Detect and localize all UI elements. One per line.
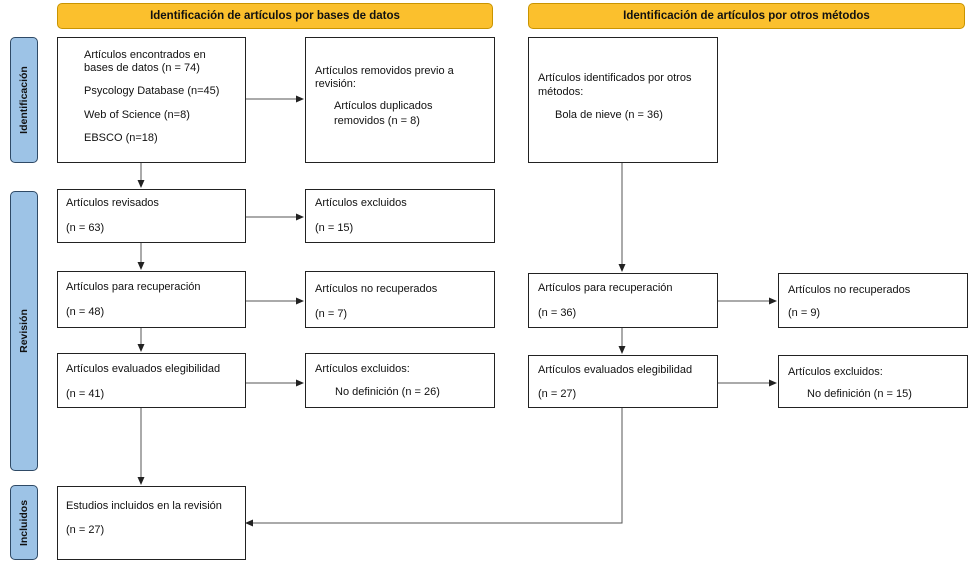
db-excluded2-reason: No definición (n = 26) bbox=[335, 386, 440, 398]
db-found-line1: Artículos encontrados en bbox=[84, 49, 206, 61]
other-snowball: Bola de nieve (n = 36) bbox=[555, 109, 663, 121]
included-count: (n = 27) bbox=[66, 524, 105, 536]
header-databases-label: Identificación de artículos por bases de… bbox=[150, 10, 400, 22]
db-retrieval-label: Artículos para recuperación bbox=[66, 281, 201, 293]
other-excluded-reason: No definición (n = 15) bbox=[807, 388, 912, 400]
box-other-identified: Artículos identificados por otros método… bbox=[528, 37, 718, 163]
box-db-retrieval: Artículos para recuperación (n = 48) bbox=[57, 271, 246, 328]
other-not-retrieved-count: (n = 9) bbox=[788, 307, 821, 319]
header-other-methods-label: Identificación de artículos por otros mé… bbox=[623, 10, 870, 22]
db-removed-line1: Artículos removidos previo a bbox=[315, 65, 454, 77]
box-other-eligibility: Artículos evaluados elegibilidad (n = 27… bbox=[528, 355, 718, 408]
other-retrieval-label: Artículos para recuperación bbox=[538, 282, 673, 294]
box-other-retrieval: Artículos para recuperación (n = 36) bbox=[528, 273, 718, 328]
db-not-retrieved-label: Artículos no recuperados bbox=[315, 283, 438, 295]
box-other-not-retrieved: Artículos no recuperados (n = 9) bbox=[778, 273, 968, 328]
other-not-retrieved-label: Artículos no recuperados bbox=[788, 284, 911, 296]
db-reviewed-count: (n = 63) bbox=[66, 222, 105, 234]
box-db-not-retrieved: Artículos no recuperados (n = 7) bbox=[305, 271, 495, 328]
db-excluded-count: (n = 15) bbox=[315, 222, 354, 234]
box-db-excluded-eligibility: Artículos excluidos: No definición (n = … bbox=[305, 353, 495, 408]
db-not-retrieved-count: (n = 7) bbox=[315, 308, 348, 320]
other-retrieval-count: (n = 36) bbox=[538, 307, 577, 319]
db-retrieval-count: (n = 48) bbox=[66, 306, 105, 318]
phase-included: Incluidos bbox=[10, 485, 38, 560]
other-identified-line2: métodos: bbox=[538, 86, 584, 98]
phase-identification: Identificación bbox=[10, 37, 38, 163]
other-excluded-label: Artículos excluidos: bbox=[788, 366, 883, 378]
box-db-eligibility: Artículos evaluados elegibilidad (n = 41… bbox=[57, 353, 246, 408]
box-other-excluded: Artículos excluidos: No definición (n = … bbox=[778, 355, 968, 408]
phase-review: Revisión bbox=[10, 191, 38, 471]
other-eligibility-label: Artículos evaluados elegibilidad bbox=[538, 364, 693, 376]
db-psycology: Psycology Database (n=45) bbox=[84, 85, 220, 97]
included-label: Estudios incluidos en la revisión bbox=[66, 500, 222, 512]
db-duplicates-line2: removidos (n = 8) bbox=[334, 115, 420, 127]
db-reviewed-label: Artículos revisados bbox=[66, 197, 159, 209]
db-duplicates-line1: Artículos duplicados bbox=[334, 100, 433, 112]
db-removed-line2: revisión: bbox=[315, 78, 356, 90]
db-ebsco: EBSCO (n=18) bbox=[84, 132, 158, 144]
box-db-removed: Artículos removidos previo a revisión: A… bbox=[305, 37, 495, 163]
box-db-excluded: Artículos excluidos (n = 15) bbox=[305, 189, 495, 243]
db-wos: Web of Science (n=8) bbox=[84, 109, 190, 121]
arrow-other-eligibility-to-included bbox=[245, 408, 623, 527]
other-eligibility-count: (n = 27) bbox=[538, 388, 577, 400]
header-databases: Identificación de artículos por bases de… bbox=[57, 3, 493, 29]
db-excluded-label: Artículos excluidos bbox=[315, 197, 407, 209]
db-found-line2: bases de datos (n = 74) bbox=[84, 62, 200, 74]
other-identified-line1: Artículos identificados por otros bbox=[538, 72, 692, 84]
header-other-methods: Identificación de artículos por otros mé… bbox=[528, 3, 965, 29]
box-included: Estudios incluidos en la revisión (n = 2… bbox=[57, 486, 246, 560]
db-eligibility-count: (n = 41) bbox=[66, 388, 105, 400]
db-excluded2-label: Artículos excluidos: bbox=[315, 363, 410, 375]
box-db-found: Artículos encontrados en bases de datos … bbox=[57, 37, 246, 163]
box-db-reviewed: Artículos revisados (n = 63) bbox=[57, 189, 246, 243]
db-eligibility-label: Artículos evaluados elegibilidad bbox=[66, 363, 221, 375]
